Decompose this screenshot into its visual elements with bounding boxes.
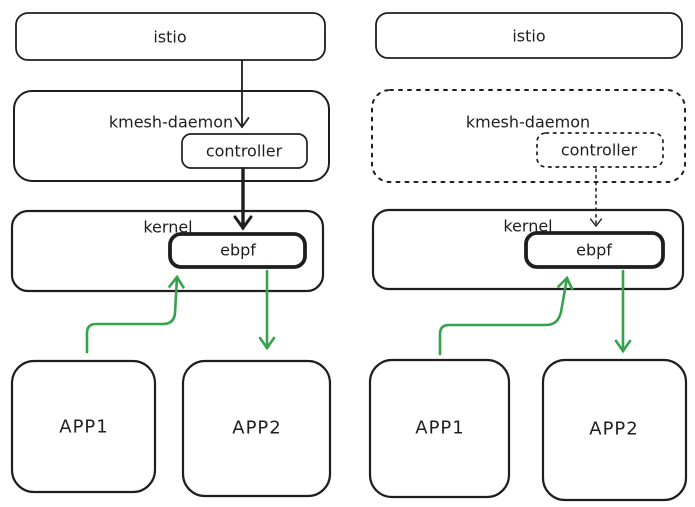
app1-label: APP1 <box>59 417 108 438</box>
istio-label: istio <box>512 27 545 46</box>
panel-left: istio kmesh-daemon controller kernel ebp… <box>10 12 332 498</box>
app2-label: APP2 <box>232 418 281 439</box>
kmesh-daemon-label: kmesh-daemon <box>109 113 233 132</box>
istio-box <box>15 12 326 61</box>
panel-right: istio kmesh-daemon controller kernel ebp… <box>368 12 688 502</box>
controller-label: controller <box>561 141 638 160</box>
kernel-label: kernel <box>143 218 192 237</box>
controller-box <box>181 133 308 169</box>
kmesh-daemon-label: kmesh-daemon <box>466 113 590 132</box>
kernel-box <box>10 209 325 293</box>
kernel-label: kernel <box>503 217 552 236</box>
app2-label: APP2 <box>589 419 638 440</box>
app1-box <box>368 358 511 499</box>
ebpf-box <box>524 231 665 269</box>
app1-label: APP1 <box>415 418 464 439</box>
istio-label: istio <box>153 28 186 47</box>
app1-box <box>10 359 157 494</box>
istio-box <box>375 12 683 59</box>
arrow-app1-to-ebpf <box>438 275 574 356</box>
ebpf-label: ebpf <box>576 241 612 260</box>
controller-label: controller <box>206 142 283 161</box>
ebpf-label: ebpf <box>220 241 256 260</box>
arrow-app1-to-ebpf <box>85 274 185 354</box>
controller-box-dotted <box>536 132 664 168</box>
app2-box <box>541 358 688 502</box>
app2-box <box>181 359 332 498</box>
ebpf-box <box>168 232 307 269</box>
